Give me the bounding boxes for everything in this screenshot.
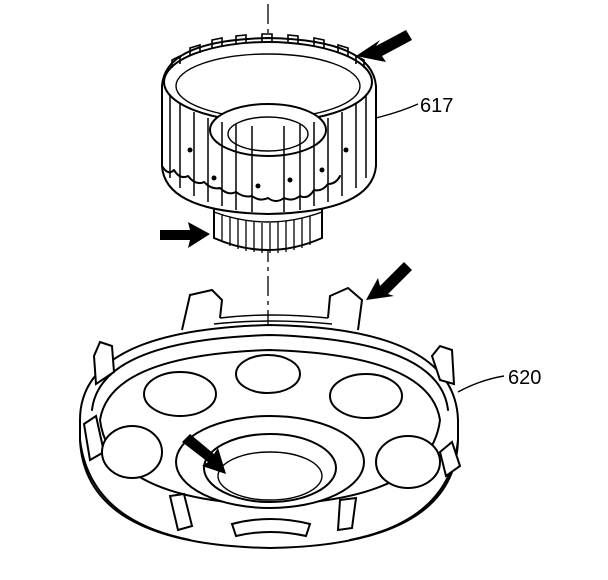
housing-hub-bore	[203, 433, 337, 503]
housing-tab-side-right	[430, 344, 456, 386]
leader-620	[457, 375, 505, 393]
housing-hub-inner	[217, 451, 323, 501]
housing-tab-left	[181, 288, 224, 331]
arrow-pinion-left	[160, 222, 210, 248]
housing-notch-bottom-right	[336, 496, 358, 532]
housing-tab-side-left	[92, 340, 116, 386]
arrow-upper-right	[356, 30, 412, 62]
leader-617	[375, 103, 419, 119]
callout-620: 620	[508, 367, 541, 389]
housing-tab-far-right	[438, 440, 462, 478]
housing-notch-bottom-left	[168, 492, 194, 532]
drum-spline-top	[171, 33, 365, 68]
housing-620	[79, 286, 462, 550]
housing-tab-right	[327, 286, 364, 331]
drum-inner-hub	[209, 103, 327, 157]
arrow-tab-right	[366, 262, 412, 300]
housing-hole	[235, 354, 301, 394]
housing-hole	[329, 373, 403, 419]
housing-slot-bottom	[230, 518, 312, 538]
callout-617: 617	[420, 95, 453, 117]
housing-hole	[143, 371, 217, 417]
housing-hole	[101, 425, 163, 479]
drum-617	[161, 33, 377, 253]
arrow-hub-center	[182, 434, 226, 474]
drum-holes	[187, 147, 349, 189]
pinion-teeth	[221, 214, 311, 253]
drum-spline-side	[169, 96, 367, 212]
housing-hole	[375, 435, 441, 489]
drum-lower-lip	[161, 165, 341, 202]
